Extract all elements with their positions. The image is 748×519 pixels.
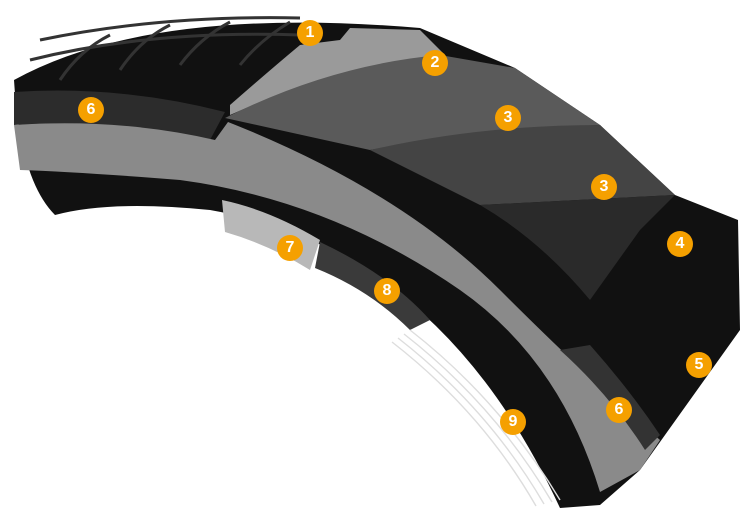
marker-3: 3 <box>495 105 521 131</box>
tread-pattern <box>29 16 301 81</box>
marker-3b: 3 <box>591 174 617 200</box>
sidewall-layer-left <box>14 90 225 140</box>
marker-8: 8 <box>374 278 400 304</box>
carcass-layer <box>315 242 430 330</box>
marker-6b: 6 <box>606 397 632 423</box>
marker-5: 5 <box>686 352 712 378</box>
marker-9: 9 <box>500 409 526 435</box>
sidewall-layer-right <box>560 345 660 450</box>
belt-layer-3b <box>480 195 675 300</box>
marker-7: 7 <box>277 235 303 261</box>
marker-6: 6 <box>78 97 104 123</box>
marker-4: 4 <box>667 231 693 257</box>
ply-lines <box>391 329 561 507</box>
sidewall-gray-band <box>14 122 660 492</box>
marker-2: 2 <box>422 50 448 76</box>
marker-1: 1 <box>297 20 323 46</box>
